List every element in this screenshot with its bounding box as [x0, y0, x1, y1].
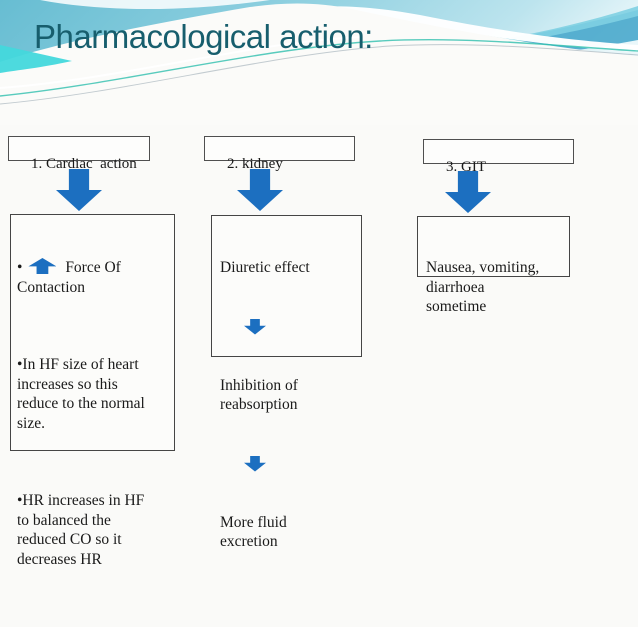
header-label-cardiac: 1. Cardiac action: [31, 156, 137, 172]
down-arrow-icon: [445, 171, 491, 213]
down-arrow-icon: [244, 318, 266, 335]
git-effect-box: Nausea, vomiting, diarrhoea sometime: [417, 216, 570, 315]
header-box-cardiac: 1. Cardiac action: [8, 136, 150, 172]
header-wave-decoration: [0, 0, 638, 125]
up-arrow-icon: [28, 258, 57, 274]
header-box-kidney: 2. kidney: [204, 136, 355, 172]
cardiac-paragraph-1-text: Force Of Contaction: [17, 259, 121, 296]
cardiac-paragraph-3: •HR increases in HF to balanced the redu…: [17, 492, 145, 568]
slide: Pharmacological action: 1. Cardiac actio…: [0, 0, 638, 568]
bullet: •: [17, 259, 23, 276]
down-arrow-icon: [244, 455, 266, 472]
header-box-git: 3. GIT: [423, 139, 574, 175]
header-label-kidney: 2. kidney: [227, 156, 283, 172]
slide-title: Pharmacological action:: [34, 18, 373, 55]
kidney-step-2: Inhibition of reabsorption: [220, 376, 298, 414]
cardiac-paragraph-1: • Force Of Contaction: [17, 258, 171, 297]
kidney-effect-box: Diuretic effect Inhibition of reabsorpti…: [211, 215, 362, 550]
kidney-step-1: Diuretic effect: [220, 259, 310, 276]
cardiac-paragraph-2: •In HF size of heart increases so this r…: [17, 356, 145, 432]
cardiac-action-box: • Force Of Contaction •In HF size of hea…: [10, 214, 175, 568]
down-arrow-icon: [237, 169, 283, 211]
down-arrow-icon: [56, 169, 102, 211]
git-text: Nausea, vomiting, diarrhoea sometime: [426, 259, 540, 315]
kidney-step-3: More fluid excretion: [220, 513, 287, 551]
header-label-git: 3. GIT: [446, 159, 486, 175]
